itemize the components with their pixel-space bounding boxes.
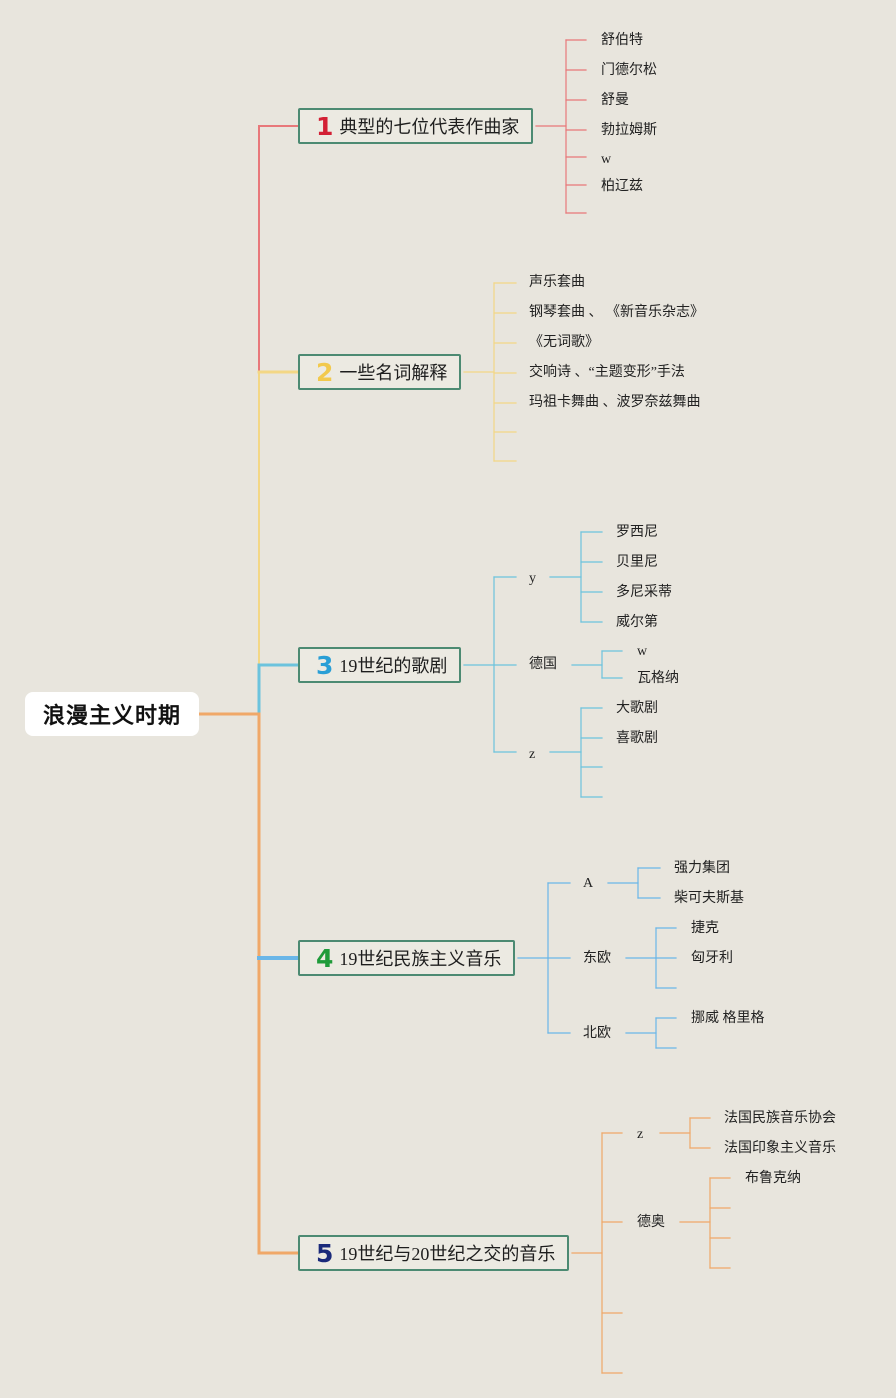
leaf-term[interactable]: 《无词歌》 [529, 335, 599, 350]
sub-node[interactable]: 北欧 [583, 1026, 611, 1041]
branch-label: 典型的七位代表作曲家 [339, 117, 520, 137]
sub-node[interactable]: z [637, 1127, 644, 1142]
number-badge: 5 [316, 1238, 334, 1268]
sub-node[interactable]: y [529, 571, 536, 586]
leaf-term[interactable]: 声乐套曲 [529, 275, 585, 290]
leaf-item[interactable]: 法国印象主义音乐 [724, 1141, 836, 1156]
leaf-composer[interactable]: 舒曼 [601, 93, 629, 108]
branch-label: 19世纪民族主义音乐 [339, 949, 502, 969]
root-label: 浪漫主义时期 [42, 704, 181, 729]
leaf-composer[interactable]: 威尔第 [616, 615, 658, 630]
leaf-composer[interactable]: 贝里尼 [616, 555, 658, 570]
leaf-composer[interactable]: 布鲁克纳 [745, 1171, 801, 1186]
leaf-item[interactable]: 法国民族音乐协会 [724, 1111, 836, 1126]
leaf-composer[interactable]: w [637, 644, 648, 659]
leaf-composer[interactable]: 勃拉姆斯 [601, 123, 657, 138]
branch-4-node[interactable]: 4 19世纪民族主义音乐 [298, 940, 516, 976]
leaf-composer[interactable]: 多尼采蒂 [616, 585, 672, 600]
leaf-genre[interactable]: 大歌剧 [616, 701, 658, 716]
root-node[interactable]: 浪漫主义时期 [25, 692, 199, 736]
sub-node[interactable]: 德奥 [637, 1215, 665, 1230]
branch-label: 19世纪的歌剧 [339, 656, 448, 676]
branch-1-node[interactable]: 1 典型的七位代表作曲家 [298, 108, 534, 144]
number-badge: 2 [316, 357, 334, 387]
sub-node[interactable]: 东欧 [583, 951, 611, 966]
branch-label: 一些名词解释 [339, 363, 448, 383]
sub-node[interactable]: A [583, 876, 594, 891]
leaf-composer[interactable]: w [601, 152, 612, 167]
leaf-term[interactable]: 玛祖卡舞曲 、波罗奈兹舞曲 [529, 395, 701, 410]
number-badge: 3 [316, 650, 334, 680]
leaf-composer[interactable]: 舒伯特 [601, 33, 643, 48]
branch-5-node[interactable]: 5 19世纪与20世纪之交的音乐 [298, 1235, 570, 1271]
branch-2-node[interactable]: 2 一些名词解释 [298, 354, 462, 390]
number-badge: 1 [316, 111, 334, 141]
sub-node[interactable]: 德国 [529, 657, 557, 672]
leaf-composer[interactable]: 瓦格纳 [637, 671, 679, 686]
leaf-item[interactable]: 强力集团 [674, 861, 730, 876]
leaf-item[interactable]: 柴可夫斯基 [674, 891, 744, 906]
leaf-item[interactable]: 匈牙利 [691, 951, 733, 966]
leaf-composer[interactable]: 柏辽兹 [601, 179, 643, 194]
number-badge: 4 [316, 943, 334, 973]
sub-node[interactable]: z [529, 747, 536, 762]
branch-label: 19世纪与20世纪之交的音乐 [339, 1244, 556, 1264]
leaf-item[interactable]: 挪威 格里格 [691, 1011, 765, 1026]
leaf-genre[interactable]: 喜歌剧 [616, 731, 658, 746]
leaf-term[interactable]: 交响诗 、“主题变形”手法 [529, 365, 685, 380]
leaf-item[interactable]: 捷克 [691, 921, 719, 936]
leaf-term[interactable]: 钢琴套曲 、 《新音乐杂志》 [529, 305, 704, 320]
leaf-composer[interactable]: 罗西尼 [616, 525, 658, 540]
leaf-composer[interactable]: 门德尔松 [601, 63, 657, 78]
branch-3-node[interactable]: 3 19世纪的歌剧 [298, 647, 462, 683]
